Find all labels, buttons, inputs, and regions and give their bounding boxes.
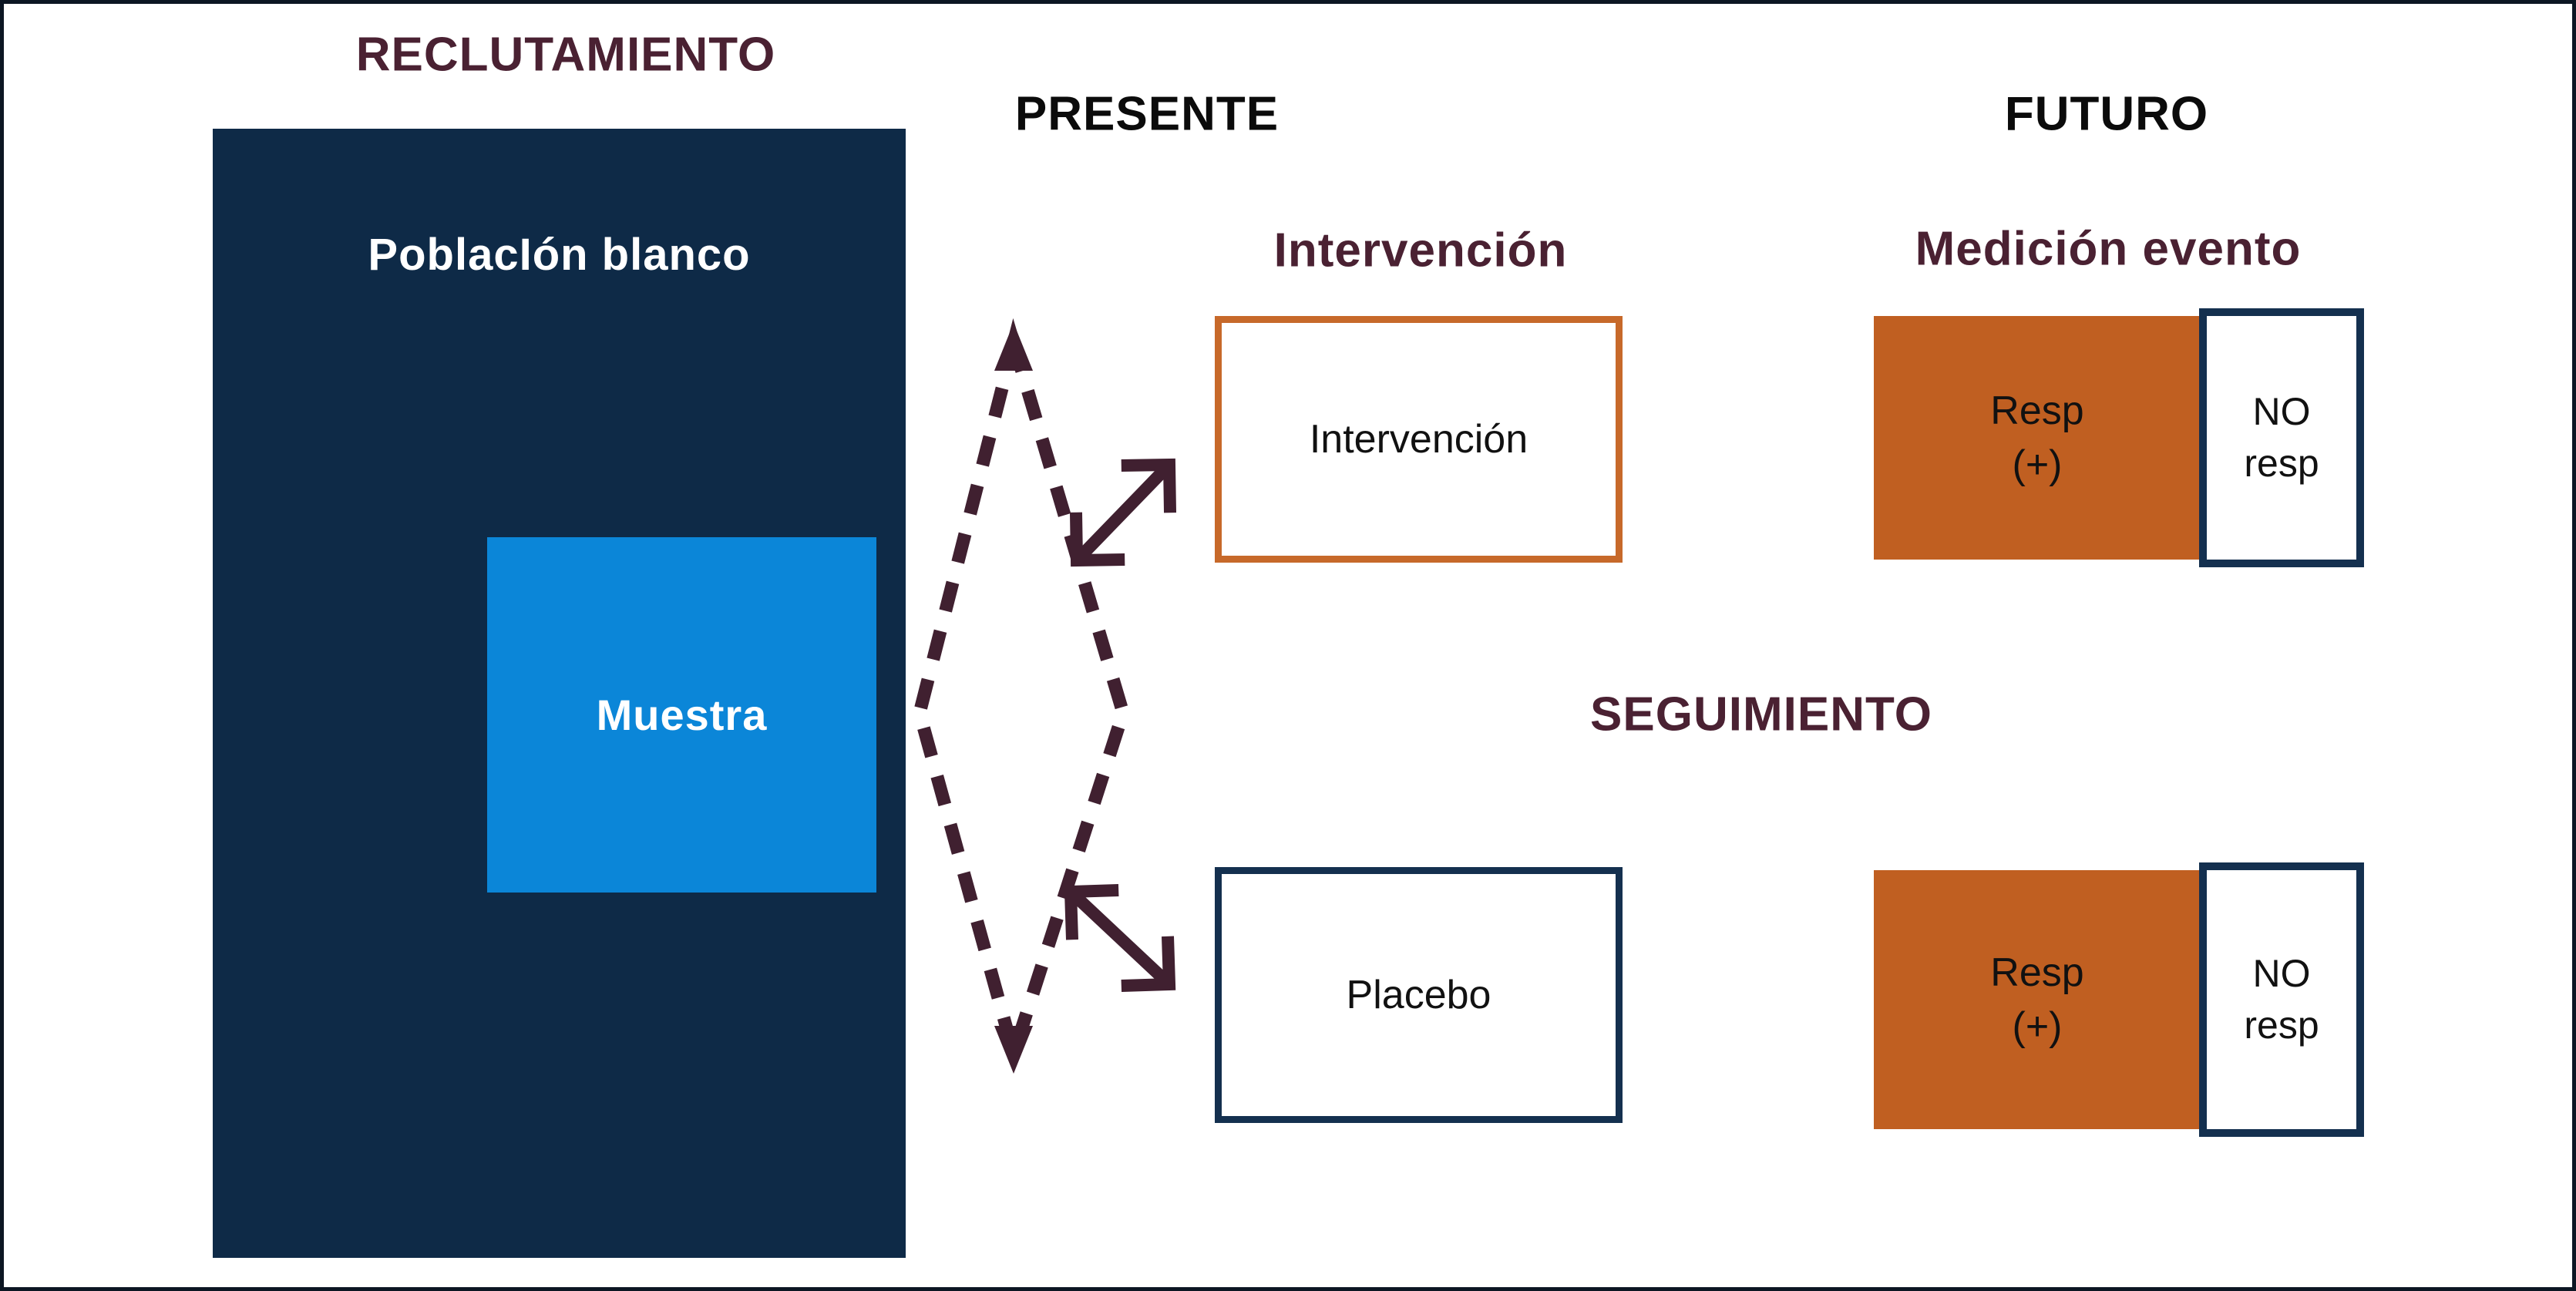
heading-presente: PRESENTE [1014, 87, 1280, 141]
responder-label-line1: Resp [1990, 388, 2084, 433]
heading-reclutamiento: RECLUTAMIENTO [355, 28, 776, 82]
nonresponder-box-placebo: NO resp [2199, 862, 2364, 1137]
responder-label-line1: Resp [1990, 950, 2084, 995]
responder-label-line2: (+) [2012, 442, 2063, 487]
responder-box-intervention: Resp (+) [1874, 316, 2201, 560]
heading-intervencion: Intervención [1273, 224, 1568, 277]
heading-medicion-evento: Medición evento [1915, 222, 2302, 276]
heading-seguimiento: SEGUIMIENTO [1590, 688, 1932, 741]
diamond-down-arrowhead-icon [994, 1026, 1033, 1074]
placebo-box: Placebo [1215, 867, 1623, 1123]
arrow-to-placebo-icon [1064, 883, 1176, 993]
placebo-box-label: Placebo [1346, 973, 1491, 1017]
intervention-box: Intervención [1215, 316, 1623, 563]
sample-box: Muestra [487, 537, 876, 893]
responder-label-line2: (+) [2012, 1004, 2063, 1049]
nonresponder-label-line2: resp [2244, 442, 2319, 485]
heading-futuro: FUTURO [2004, 87, 2209, 141]
nonresponder-box-intervention: NO resp [2199, 308, 2364, 567]
intervention-box-label: Intervención [1309, 417, 1528, 462]
sample-label: Muestra [596, 691, 768, 739]
randomization-diamond-icon [913, 318, 1130, 1077]
nonresponder-label-line1: NO [2252, 951, 2311, 995]
diamond-up-arrowhead-icon [994, 323, 1033, 371]
target-population-label: PoblacIón blanco [368, 230, 751, 280]
nonresponder-label-line2: resp [2244, 1004, 2319, 1047]
arrow-to-intervention-icon [1069, 458, 1177, 567]
nonresponder-label-line1: NO [2252, 389, 2311, 433]
responder-box-placebo: Resp (+) [1874, 870, 2201, 1129]
